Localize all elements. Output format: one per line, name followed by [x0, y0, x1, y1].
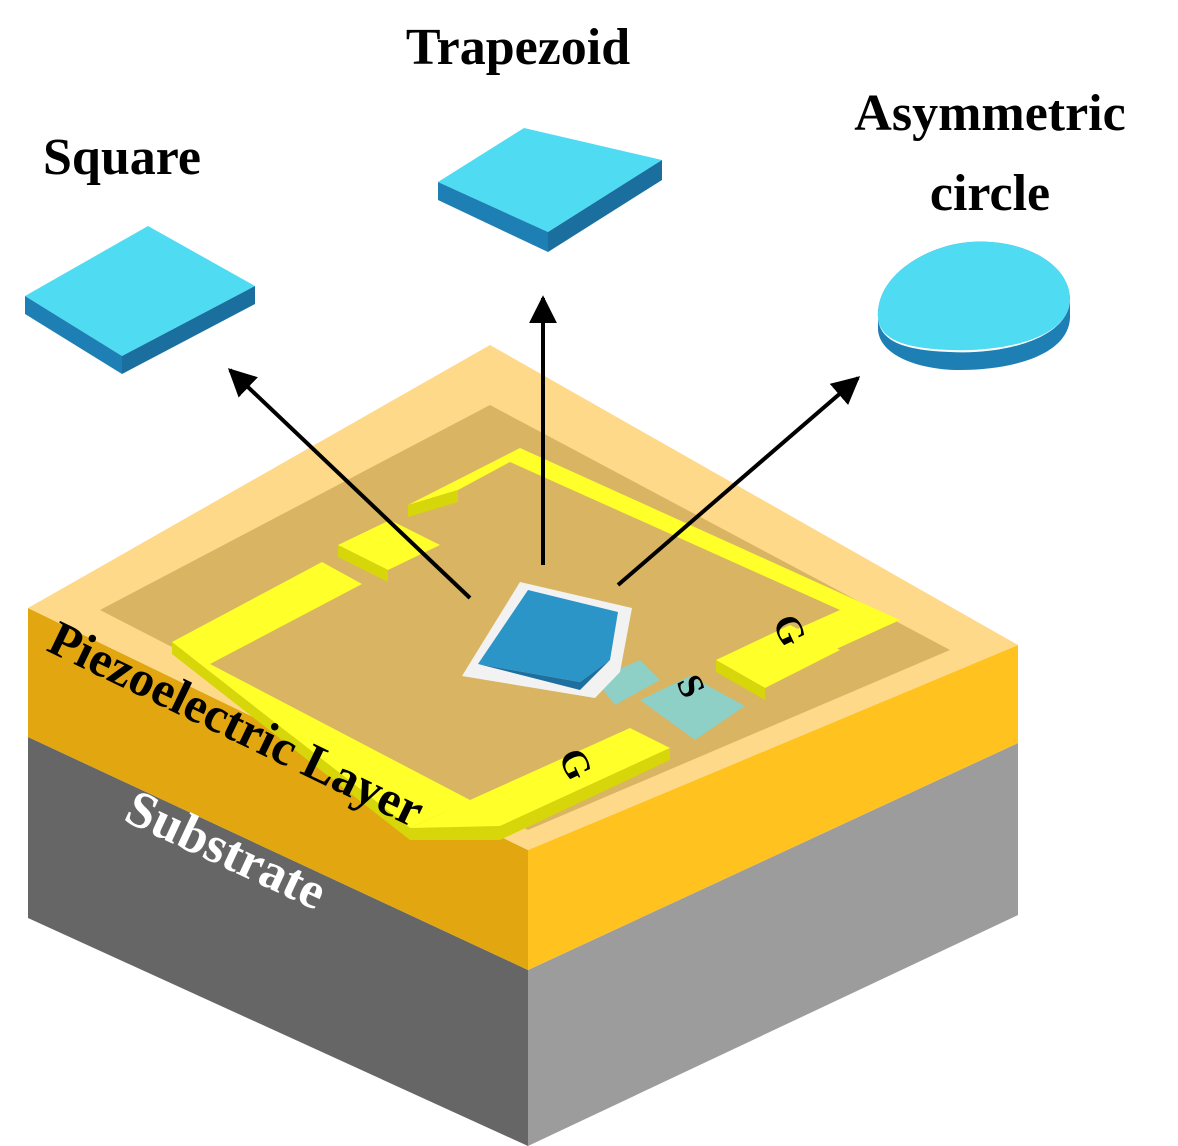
ground-electrode-left — [172, 562, 670, 840]
asymmetric-circle-shape — [877, 241, 1070, 370]
electrode-pad-right — [716, 625, 840, 688]
signal-feedline — [595, 660, 660, 705]
label-trapezoid: Trapezoid — [406, 19, 630, 76]
arrow-to-asymmetric-circle — [616, 376, 861, 587]
substrate-left-face — [28, 737, 528, 1146]
electrode-pad-upper-left — [338, 520, 440, 570]
piezo-left-face — [28, 608, 528, 970]
resonator-electrode — [478, 590, 618, 682]
signal-structure — [462, 582, 745, 740]
trapezoid-shape — [438, 128, 662, 252]
substrate-right-face — [528, 743, 1018, 1146]
label-square: Square — [43, 129, 201, 186]
electrodes — [172, 448, 900, 840]
label-asymmetric-line2: circle — [930, 165, 1050, 222]
arrows — [227, 295, 861, 600]
square-shape — [25, 226, 255, 374]
piezo-right-face — [528, 645, 1018, 970]
signal-pad — [640, 676, 745, 740]
label-asymmetric-line1: Asymmetric — [854, 85, 1125, 142]
substrate-block — [28, 737, 1018, 1146]
arrow-to-square — [227, 368, 472, 600]
